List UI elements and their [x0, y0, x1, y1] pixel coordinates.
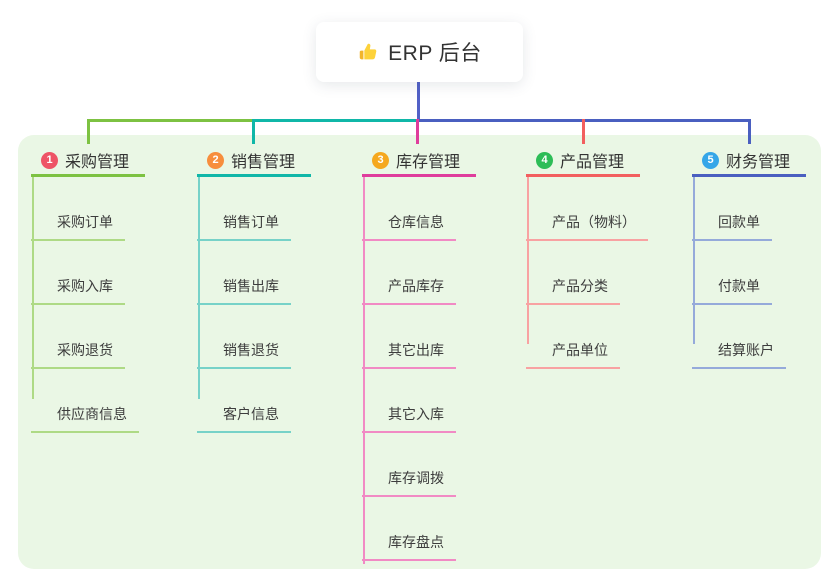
branch-sales: 2 销售管理 销售订单 销售出库 销售退货 客户信息 — [197, 146, 311, 433]
child-node[interactable]: 销售订单 — [197, 177, 291, 241]
branch-inventory: 3 库存管理 仓库信息 产品库存 其它出库 其它入库 库存调拨 库存盘点 出库库… — [362, 146, 476, 588]
branch-title: 财务管理 — [726, 154, 791, 171]
child-node[interactable]: 付款单 — [692, 241, 772, 305]
branch-number-badge: 1 — [41, 151, 58, 169]
branch-drop-line-1 — [87, 119, 90, 144]
branch-finance: 5 财务管理 回款单 付款单 结算账户 — [692, 146, 806, 369]
branch-title: 产品管理 — [560, 154, 625, 171]
root-node-title: ERP 后台 — [388, 42, 482, 65]
branch-number-badge: 5 — [702, 151, 719, 169]
branch-drop-line-2 — [252, 119, 255, 144]
child-node[interactable]: 其它出库 — [362, 305, 456, 369]
branch-inventory-header[interactable]: 3 库存管理 — [362, 146, 476, 177]
child-node[interactable]: 出库库明细 — [362, 561, 470, 588]
child-node[interactable]: 供应商信息 — [31, 369, 139, 433]
branch-product: 4 产品管理 产品（物料） 产品分类 产品单位 — [526, 146, 648, 369]
branch-number-badge: 2 — [207, 151, 224, 169]
branch-drop-line-5 — [748, 119, 751, 144]
branch-sales-header[interactable]: 2 销售管理 — [197, 146, 311, 177]
branch-title: 采购管理 — [65, 154, 130, 171]
child-node[interactable]: 采购订单 — [31, 177, 125, 241]
branch-number-badge: 4 — [536, 151, 553, 169]
child-node[interactable]: 产品（物料） — [526, 177, 648, 241]
branch-finance-header[interactable]: 5 财务管理 — [692, 146, 806, 177]
branch-drop-line-4 — [582, 119, 585, 144]
child-node[interactable]: 库存调拨 — [362, 433, 456, 497]
child-node[interactable]: 产品单位 — [526, 305, 620, 369]
branch-spine-line — [527, 177, 529, 344]
connector-bus-segment-green — [87, 119, 252, 122]
branch-spine-line — [693, 177, 695, 344]
branch-title: 销售管理 — [231, 154, 296, 171]
child-node[interactable]: 采购退货 — [31, 305, 125, 369]
child-node[interactable]: 仓库信息 — [362, 177, 456, 241]
thumbs-up-icon — [359, 43, 377, 60]
child-node[interactable]: 库存盘点 — [362, 497, 456, 561]
branch-title: 库存管理 — [396, 154, 461, 171]
root-node[interactable]: ERP 后台 — [316, 22, 523, 82]
branch-spine-line — [363, 177, 365, 564]
branch-spine-line — [32, 177, 34, 399]
connector-bus-segment-teal — [252, 119, 418, 122]
child-node[interactable]: 销售出库 — [197, 241, 291, 305]
branch-number-badge: 3 — [372, 151, 389, 169]
child-node[interactable]: 回款单 — [692, 177, 772, 241]
connector-root-line — [417, 82, 420, 120]
child-node[interactable]: 其它入库 — [362, 369, 456, 433]
branch-product-header[interactable]: 4 产品管理 — [526, 146, 640, 177]
child-node[interactable]: 产品库存 — [362, 241, 456, 305]
branch-spine-line — [198, 177, 200, 399]
child-node[interactable]: 客户信息 — [197, 369, 291, 433]
child-node[interactable]: 产品分类 — [526, 241, 620, 305]
child-node[interactable]: 销售退货 — [197, 305, 291, 369]
branch-drop-line-3 — [416, 119, 419, 144]
branch-purchase: 1 采购管理 采购订单 采购入库 采购退货 供应商信息 — [31, 146, 145, 433]
child-node[interactable]: 采购入库 — [31, 241, 125, 305]
child-node[interactable]: 结算账户 — [692, 305, 786, 369]
branch-purchase-header[interactable]: 1 采购管理 — [31, 146, 145, 177]
